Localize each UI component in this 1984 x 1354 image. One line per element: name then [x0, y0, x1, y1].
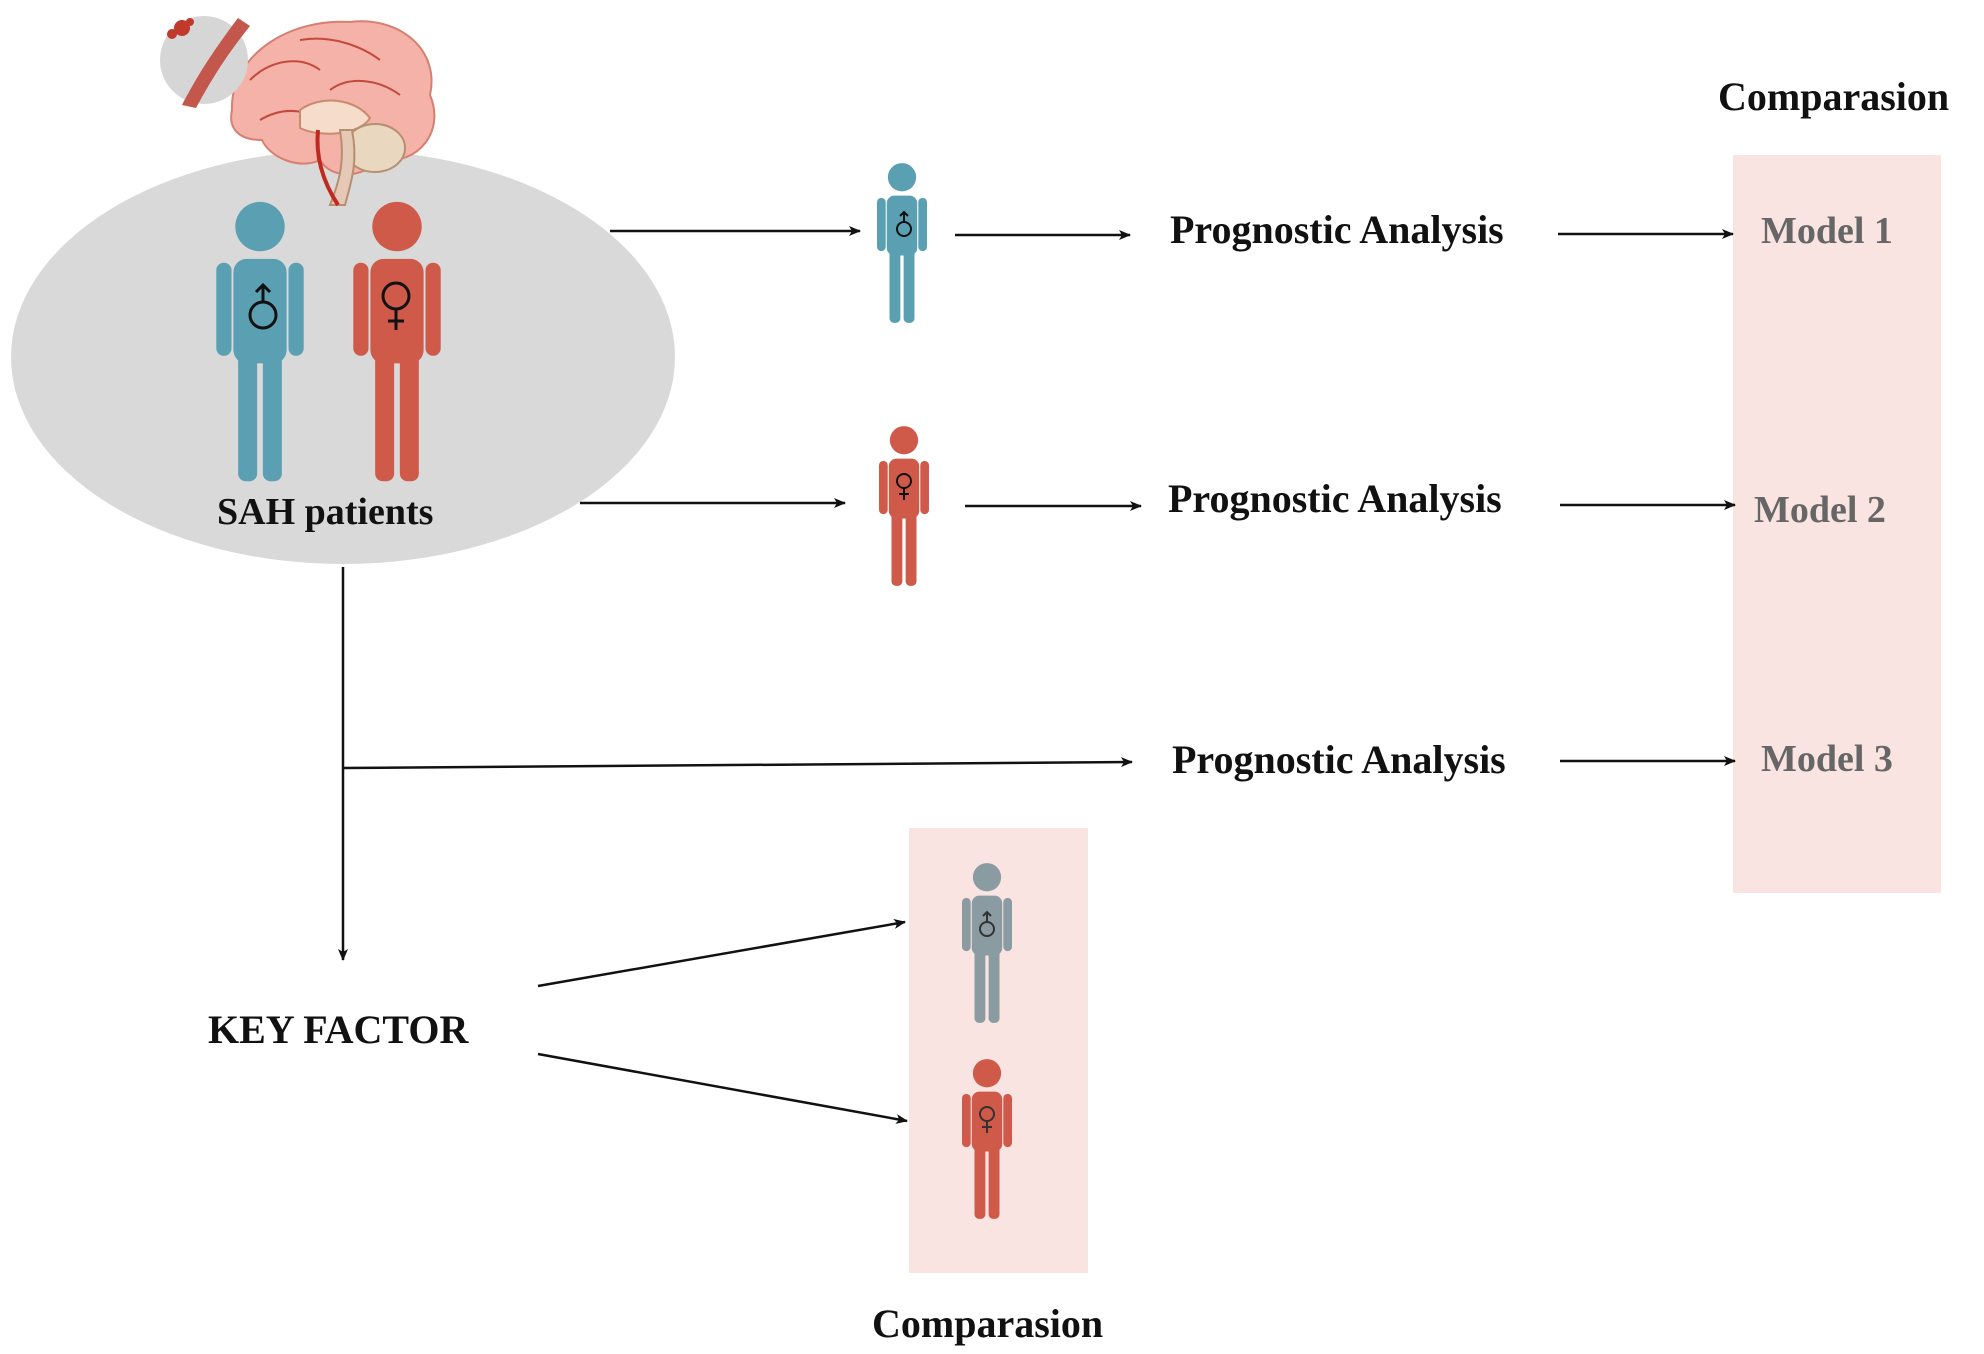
bottom-panel-title: Comparasion — [872, 1301, 1104, 1346]
group-label: SAH patients — [217, 491, 434, 533]
female-person-icon — [879, 426, 929, 586]
model-label-1: Model 1 — [1761, 210, 1893, 252]
model-comparison-panel — [1733, 155, 1941, 893]
arrow-key-factor-to-male — [537, 918, 906, 988]
arrow-to-analysis-3 — [342, 757, 1133, 770]
female-person-icon — [962, 1059, 1012, 1219]
vessel-aneurysm-illustration — [160, 16, 250, 108]
female-symbol-icon — [381, 281, 411, 330]
arrow-key-factor-to-female — [537, 1052, 908, 1124]
analysis-label-1: Prognostic Analysis — [1170, 207, 1504, 252]
analysis-label-2: Prognostic Analysis — [1168, 476, 1502, 521]
analysis-label-3: Prognostic Analysis — [1172, 737, 1506, 782]
patients-ellipse — [11, 150, 675, 564]
right-panel-title: Comparasion — [1718, 74, 1950, 119]
brain-illustration — [230, 20, 436, 207]
model-label-2: Model 2 — [1754, 489, 1886, 531]
male-person-icon — [877, 163, 927, 323]
model-label-3: Model 3 — [1761, 738, 1893, 780]
male-symbol-icon — [248, 282, 278, 330]
key-factor-label: KEY FACTOR — [208, 1007, 469, 1052]
male-person-icon — [962, 863, 1012, 1023]
